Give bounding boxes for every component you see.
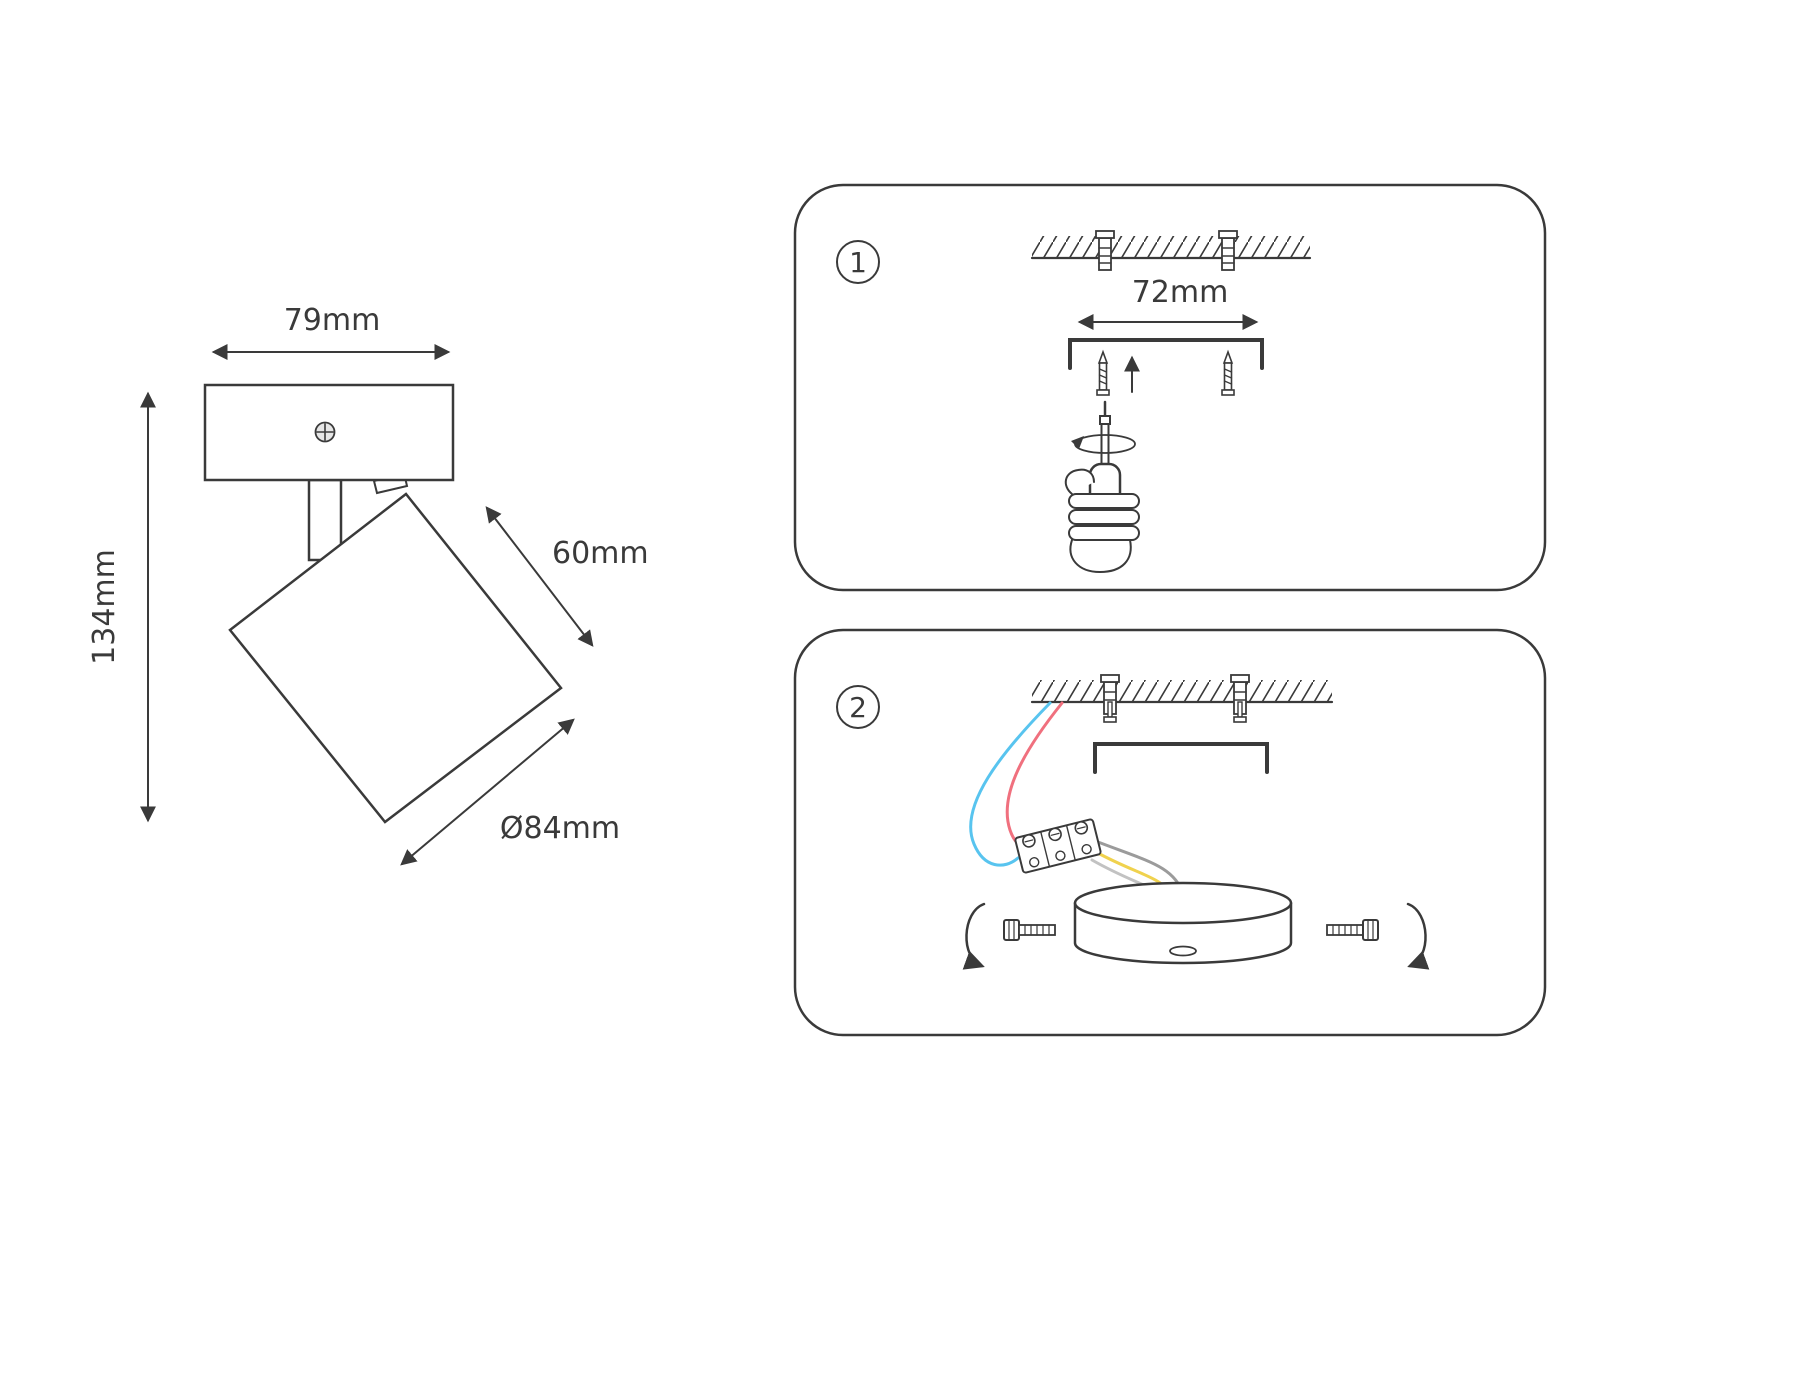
- wire-blue: [969, 701, 1052, 867]
- side-screw-left: [1003, 919, 1056, 941]
- screw-right: [1221, 349, 1235, 396]
- canopy-hole: [1169, 945, 1197, 957]
- step1-ceiling: [1030, 236, 1312, 260]
- step1-number: 1: [849, 246, 867, 279]
- wall-plug-left: [1095, 230, 1115, 271]
- width-dimension: 79mm: [211, 303, 451, 360]
- width-dimension-label: 79mm: [284, 303, 381, 338]
- wall-plug-right: [1218, 230, 1238, 271]
- depth-dimension: 60mm: [485, 506, 649, 647]
- wall-plug-screwed-right: [1230, 674, 1250, 723]
- dimension-drawing: 79mm 134mm 60mm Ø84mm: [87, 303, 649, 866]
- terminal-screws: [1022, 821, 1092, 868]
- terminal-block: [1014, 818, 1102, 874]
- hand: [1064, 468, 1140, 574]
- height-dimension: 134mm: [87, 391, 156, 823]
- screwdriver: [1064, 400, 1140, 574]
- mount-screw-icon: [314, 421, 336, 443]
- step2-number: 2: [849, 691, 867, 724]
- spacing-dimension-label: 72mm: [1132, 275, 1229, 310]
- diameter-dimension-label: Ø84mm: [500, 811, 620, 846]
- rotation-arrow-right: [1406, 902, 1430, 970]
- step2-panel: 2: [793, 628, 1547, 1037]
- canopy: [1073, 881, 1293, 965]
- step1-border: [793, 183, 1547, 592]
- step2-ceiling: [1030, 680, 1334, 704]
- step1-panel: 1 72mm: [793, 183, 1547, 592]
- height-dimension-label: 134mm: [87, 549, 122, 665]
- side-screw-right: [1326, 919, 1379, 941]
- mounted-bracket: [1093, 742, 1269, 774]
- spacing-dimension: 72mm: [1077, 275, 1259, 330]
- depth-dimension-label: 60mm: [552, 536, 649, 571]
- rotation-arrow-screwdriver: [1071, 434, 1136, 454]
- step2-number-badge: 2: [836, 685, 880, 729]
- spot-stem: [307, 478, 343, 562]
- rotation-arrow-left: [962, 902, 986, 970]
- step1-number-badge: 1: [836, 240, 880, 284]
- screw-left: [1096, 349, 1110, 396]
- diameter-dimension: Ø84mm: [400, 718, 620, 866]
- wall-plug-screwed-left: [1100, 674, 1120, 723]
- mounting-bracket: [1068, 338, 1264, 370]
